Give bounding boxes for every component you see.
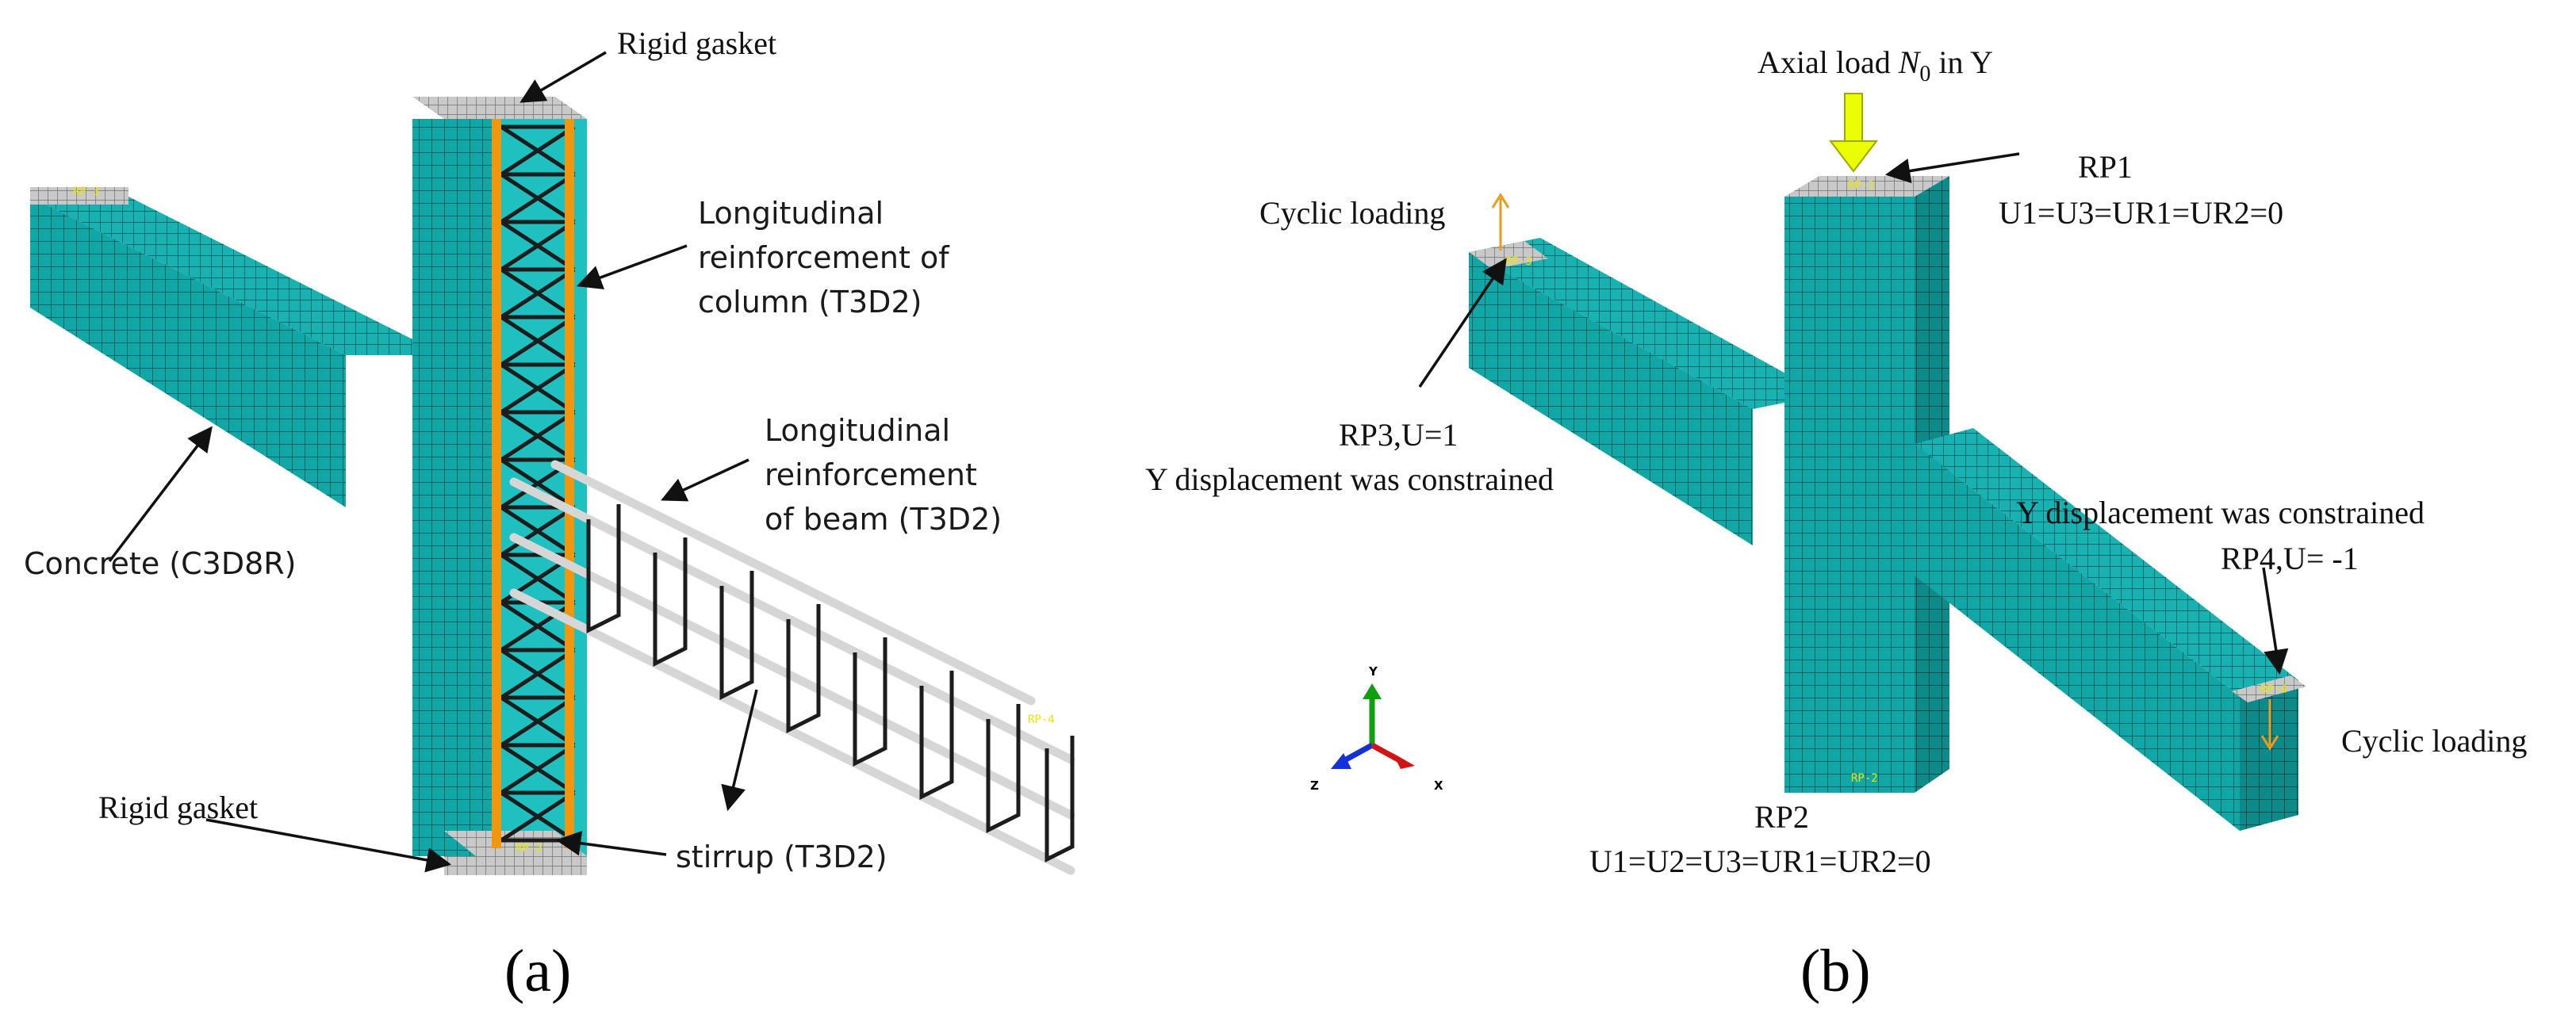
beam-left-front-face [30, 197, 346, 507]
axis-y-label: Y [1368, 664, 1378, 679]
label-col-long-2: reinforcement of [698, 240, 950, 275]
column-cut-face [492, 119, 587, 856]
label-beam-long-2: reinforcement [765, 457, 977, 492]
label-beam-long-1: Longitudinal [765, 413, 950, 448]
beam-cage: RP-4 [509, 460, 1075, 875]
label-rp3: RP3,U=1 [1339, 417, 1458, 453]
label-rp2: RP2 [1754, 799, 1809, 835]
label-rp3-constraint: Y displacement was constrained [1145, 461, 1554, 497]
column-bottom-gasket [444, 831, 587, 856]
cyclic-arrow-left [1491, 193, 1510, 251]
label-rp1: RP1 [2078, 149, 2133, 185]
panel-a-labels: Rigid gasket Longitudinal reinforcement … [24, 25, 1002, 1004]
label-cyclic-right: Cyclic loading [2341, 723, 2527, 759]
panel-a-model: RP-3 RP-2 [30, 97, 1075, 875]
cyclic-arrow-right [2260, 699, 2279, 751]
label-beam-long-3: of beam (T3D2) [765, 502, 1002, 537]
column-bottom-gasket-front [444, 856, 587, 875]
panel-b-labels: Axial load N0 in Y RP1 U1=U3=UR1=UR2=0 C… [1145, 44, 2527, 1004]
label-rigid-gasket-bottom: Rigid gasket [98, 790, 258, 825]
beam-left-end-gasket [30, 187, 128, 205]
panel-b-leaders [1418, 152, 2289, 675]
panel-a-leaders [108, 51, 758, 873]
column-rebar-right [565, 119, 574, 848]
beam-left-top-face [30, 197, 444, 355]
axis-x-label: X [1434, 778, 1443, 793]
b-beam-right-gasket [2232, 675, 2306, 702]
svg-text:RP-1: RP-1 [1848, 179, 1875, 192]
label-rigid-gasket-top: Rigid gasket [617, 25, 776, 61]
label-rp2-constraint: U1=U2=U3=UR1=UR2=0 [1589, 843, 1931, 879]
label-col-long-3: column (T3D2) [698, 285, 922, 319]
label-ydisp-right: Y displacement was constrained [2016, 495, 2425, 530]
panel-b-tag: (b) [1800, 938, 1871, 1004]
axis-triad: Y Z X [1310, 664, 1443, 793]
label-rp4: RP4,U= -1 [2221, 541, 2359, 576]
axial-load-arrow [1828, 93, 1879, 173]
svg-text:RP-4: RP-4 [1028, 713, 1055, 726]
b-beam-right-front [1915, 444, 2240, 831]
b-beam-left-front [1469, 252, 1753, 545]
label-stirrup: stirrup (T3D2) [676, 840, 887, 874]
svg-text:RP-3: RP-3 [1505, 255, 1532, 268]
b-beam-left-top [1469, 238, 1824, 409]
label-col-long-1: Longitudinal [698, 196, 884, 231]
label-concrete: Concrete (C3D8R) [24, 546, 296, 581]
svg-text:RP-2: RP-2 [1851, 772, 1878, 785]
column-rebar-left [492, 119, 501, 848]
b-beam-right-end [2240, 680, 2298, 831]
svg-text:RP-3: RP-3 [73, 186, 100, 198]
panel-a-tag: (a) [504, 938, 571, 1004]
column-front-face [412, 119, 492, 856]
label-rp1-constraint: U1=U3=UR1=UR2=0 [1999, 195, 2283, 231]
label-cyclic-left: Cyclic loading [1259, 195, 1445, 231]
panel-b-model: RP-3 RP-1 RP-2 RP-4 [1310, 93, 2306, 831]
svg-text:RP-2: RP-2 [516, 842, 542, 855]
label-axial-load: Axial load N0 in Y [1758, 44, 1993, 86]
svg-text:RP-4: RP-4 [2260, 683, 2287, 696]
b-column-front [1784, 197, 1915, 793]
b-beam-right-top [1915, 428, 2298, 696]
axis-z-label: Z [1310, 778, 1319, 793]
column-top-gasket [412, 97, 587, 119]
